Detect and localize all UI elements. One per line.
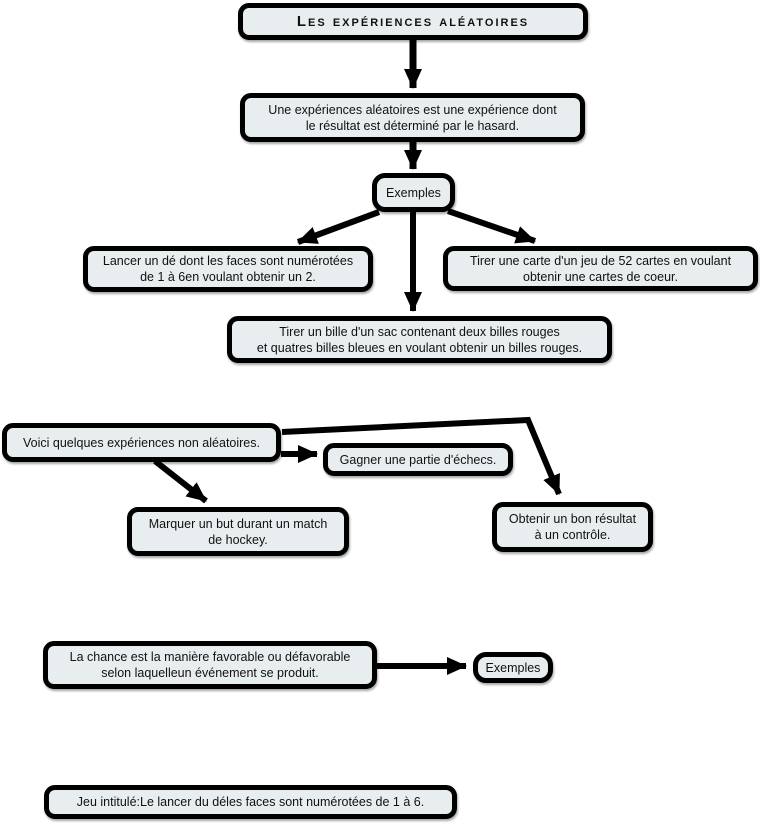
dice-line2: de 1 à 6en voulant obtenir un 2. [140,270,316,284]
marbles-line2: et quatres billes bleues en voulant obte… [256,340,583,355]
definition-line1: Une expériences aléatoires est une expér… [268,102,557,117]
chance-line2: selon laquelleun événement se produit. [101,666,319,680]
node-examples-1: Exemples [372,173,455,212]
node-dice-example: Lancer un dé dont les faces sont numérot… [83,246,373,292]
node-control-example: Obtenir un bon résultat à un contrôle. [492,502,653,552]
cards-line1: Tirer une carte d'un jeu de 52 cartes en… [469,253,732,268]
node-chance-definition: La chance est la manière favorable ou dé… [43,641,377,689]
non-random-intro-text: Voici quelques expériences non aléatoire… [23,435,260,450]
dice-line1: Lancer un dé dont les faces sont numérot… [102,254,354,268]
node-definition: Une expériences aléatoires est une expér… [240,93,585,142]
title-text: Les expériences aléatoires [296,12,530,30]
control-line1: Obtenir un bon résultat [508,512,637,526]
control-line2: à un contrôle. [534,528,611,542]
node-marbles-example: Tirer un bille d'un sac contenant deux b… [227,316,612,363]
hockey-line1: Marquer un but durant un match [148,516,328,531]
node-game-title: Jeu intitulé:Le lancer du déles faces so… [44,785,457,819]
definition-line2: le résultat est déterminé par le hasard. [305,118,520,133]
node-cards-example: Tirer une carte d'un jeu de 52 cartes en… [443,246,758,291]
arrow-examples-to-cards [447,208,536,244]
node-title: Les expériences aléatoires [238,3,588,40]
chance-line1: La chance est la manière favorable ou dé… [69,650,351,664]
hockey-line2: de hockey. [208,532,268,547]
node-non-random-intro: Voici quelques expériences non aléatoire… [2,423,281,462]
arrow-intro-to-control [281,416,562,496]
cards-line2: obtenir une cartes de coeur. [523,269,678,284]
marbles-line1: Tirer un bille d'un sac contenant deux b… [279,324,560,339]
node-examples-2: Exemples [473,652,553,683]
node-hockey-example: Marquer un but durant un match de hockey… [127,507,349,556]
node-chess-example: Gagner une partie d'échecs. [323,443,513,476]
arrow-intro-to-hockey [153,458,208,504]
examples-1-label: Exemples [386,185,441,200]
chess-text: Gagner une partie d'échecs. [339,452,497,467]
examples-2-label: Exemples [485,660,541,675]
game-title-text: Jeu intitulé:Le lancer du déles faces so… [76,795,425,809]
arrow-examples-to-dice [296,209,381,245]
